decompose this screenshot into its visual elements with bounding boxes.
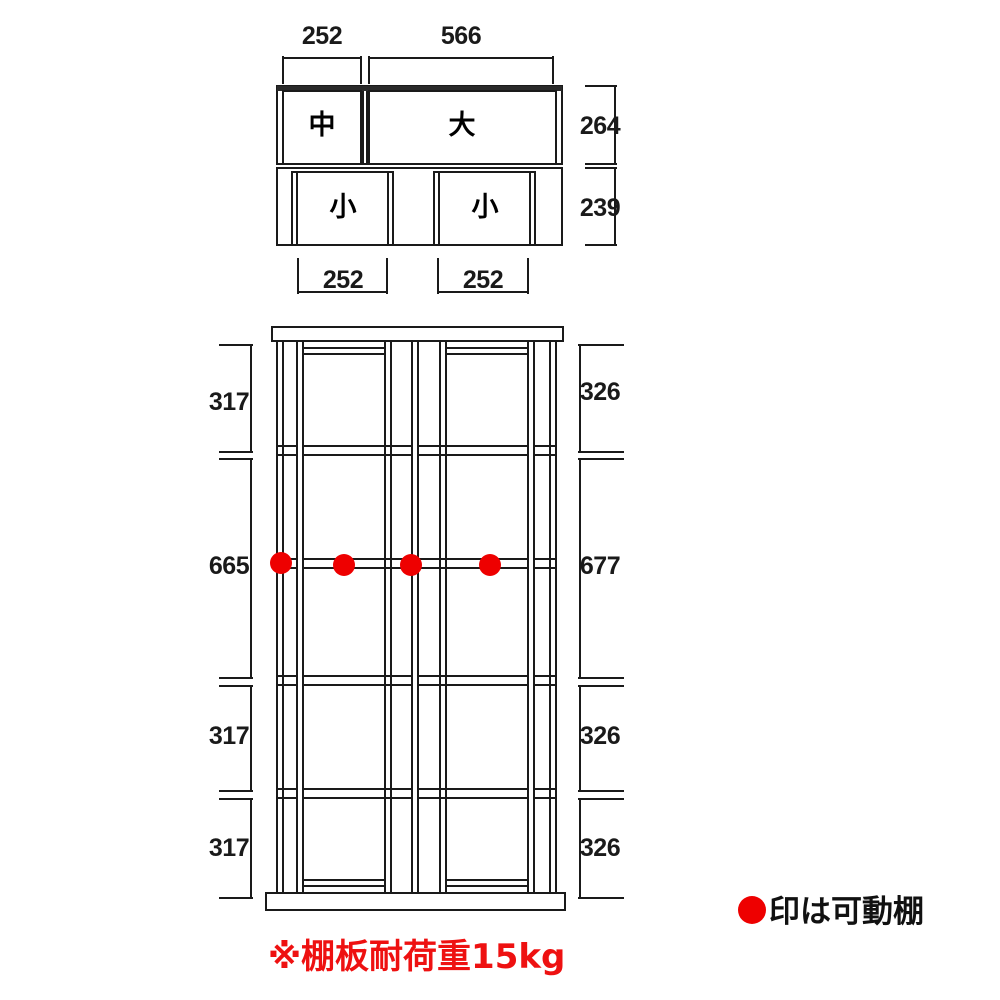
front-view-group: 317 665 317 317 326 677 — [209, 326, 624, 911]
front-right-dim-326-mid-label: 326 — [580, 722, 620, 750]
top-view-compartment-sho-2 — [433, 171, 536, 246]
top-right-dim-239-label: 239 — [580, 194, 620, 222]
top-bottom-dim-252-right-label: 252 — [463, 266, 503, 294]
adjustable-shelf-marker-2 — [333, 554, 355, 576]
shelf-row-3 — [277, 675, 556, 686]
adjustable-shelf-marker-3 — [400, 554, 422, 576]
cabinet-top-board — [271, 326, 564, 342]
front-right-dim-326-bottom-label: 326 — [580, 834, 620, 862]
top-view-compartment-dai — [368, 90, 557, 165]
front-left-dim-317-bottom-label: 317 — [209, 834, 249, 862]
adjustable-shelf-marker-1 — [270, 552, 292, 574]
front-left-dim-317-mid: 317 — [209, 685, 253, 792]
top-view-group: 252 566 中 大 — [276, 22, 621, 294]
shelf-row-4 — [277, 788, 556, 799]
front-left-dim-665: 665 — [209, 458, 253, 679]
shelf-load-caption: ※棚板耐荷重15kg — [268, 937, 565, 977]
front-right-dim-326-top-label: 326 — [580, 378, 620, 406]
front-left-dim-665-label: 665 — [209, 552, 250, 580]
top-dim-566: 566 — [368, 22, 554, 84]
shelf-row-2-adjustable — [277, 558, 556, 569]
top-view-compartment-chu-label: 中 — [309, 110, 336, 141]
notes-group: ※棚板耐荷重15kg 印は可動棚 — [268, 894, 924, 977]
top-bottom-dim-252-left-label: 252 — [323, 266, 363, 294]
top-view-compartment-dai-label: 大 — [449, 110, 476, 141]
shelf-row-1 — [277, 445, 556, 456]
front-right-dim-677-label: 677 — [580, 552, 620, 580]
top-right-dim-239: 239 — [580, 167, 621, 246]
top-view-lower-row: 小 小 — [276, 167, 563, 246]
cabinet-base-board — [265, 892, 566, 911]
top-view-upper-row: 中 大 — [276, 85, 563, 165]
adjustable-shelf-marker-4 — [479, 554, 501, 576]
top-bottom-dim-252-right: 252 — [437, 258, 529, 294]
top-bottom-dim-252-left: 252 — [297, 258, 388, 294]
legend-marker-icon — [738, 896, 766, 924]
top-dim-566-label: 566 — [441, 22, 481, 50]
top-view-compartment-sho-2-label: 小 — [472, 192, 499, 223]
front-left-dim-317-mid-label: 317 — [209, 722, 249, 750]
top-view-compartment-sho-1 — [291, 171, 394, 246]
top-right-dim-264-label: 264 — [580, 112, 621, 140]
front-left-dim-317-top: 317 — [209, 344, 253, 453]
top-dim-252-left-label: 252 — [302, 22, 342, 50]
front-left-dim-317-top-label: 317 — [209, 388, 249, 416]
front-left-dim-317-bottom: 317 — [209, 798, 253, 899]
top-view-compartment-sho-1-label: 小 — [330, 192, 357, 223]
top-dim-252-left: 252 — [282, 22, 362, 84]
top-view-compartment-chu — [282, 90, 362, 165]
front-right-dim-677: 677 — [578, 458, 624, 679]
front-right-dim-326-mid: 326 — [578, 685, 624, 792]
front-right-dim-326-top: 326 — [578, 344, 624, 453]
top-view-upper-cap — [277, 86, 562, 91]
top-right-dim-264: 264 — [580, 85, 621, 165]
front-right-dim-326-bottom: 326 — [578, 798, 624, 899]
legend-adjustable-shelf-text: 印は可動棚 — [769, 894, 924, 930]
